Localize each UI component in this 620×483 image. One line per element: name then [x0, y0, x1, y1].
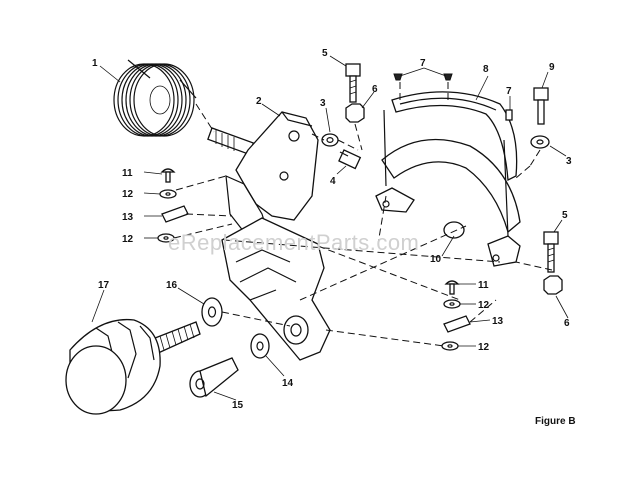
callout-3-top: 3	[320, 98, 326, 109]
callout-4: 4	[330, 176, 336, 187]
watermark-text: eReplacementParts.com	[168, 230, 419, 255]
hardware-right	[441, 280, 471, 351]
callout-3-right: 3	[566, 156, 572, 167]
washer-part-3-top	[321, 133, 339, 147]
figure-label: Figure B	[535, 416, 576, 427]
callout-6-top: 6	[372, 84, 378, 95]
knob-part-17	[65, 318, 201, 415]
callout-16: 16	[166, 280, 178, 291]
screws-part-7	[393, 73, 513, 121]
bolt-part-4	[338, 149, 362, 170]
callout-12-left-b: 12	[122, 234, 134, 245]
callout-14: 14	[282, 378, 294, 389]
callout-13-right: 13	[492, 316, 504, 327]
washer-part-14	[250, 333, 270, 359]
callout-5-top: 5	[322, 48, 328, 59]
bolt-part-9	[530, 87, 550, 149]
callout-8: 8	[483, 64, 489, 75]
callout-2: 2	[256, 96, 262, 107]
callout-7-top: 7	[420, 58, 426, 69]
callout-10: 10	[430, 254, 442, 265]
spring-part-1	[113, 59, 197, 137]
callout-12-left-a: 12	[122, 189, 134, 200]
callout-12-right-a: 12	[478, 300, 490, 311]
assembly-lines	[173, 82, 553, 347]
callout-numbers: 1 2 3 4 5 6 7 8 7 9 3 10 5 6 11 12 13 12…	[92, 48, 572, 411]
leader-lines	[91, 55, 569, 401]
callout-11-right: 11	[478, 280, 489, 291]
shoulder-bolt-part-15	[189, 357, 239, 398]
bolt-part-5-right	[543, 231, 563, 295]
callout-7-right: 7	[506, 86, 512, 97]
bolt-part-5-top	[345, 63, 365, 123]
callout-9: 9	[549, 62, 555, 73]
callout-13-left: 13	[122, 212, 134, 223]
washer-part-16	[201, 297, 223, 327]
callout-5-right: 5	[562, 210, 568, 221]
callout-6-right: 6	[564, 318, 570, 329]
callout-11-left: 11	[122, 168, 133, 179]
callout-12-right-b: 12	[478, 342, 490, 353]
callout-15: 15	[232, 400, 244, 411]
mount-casting	[221, 217, 331, 361]
blade-guard-part-8	[375, 91, 521, 267]
callout-17: 17	[98, 280, 110, 291]
callout-1: 1	[92, 58, 98, 69]
